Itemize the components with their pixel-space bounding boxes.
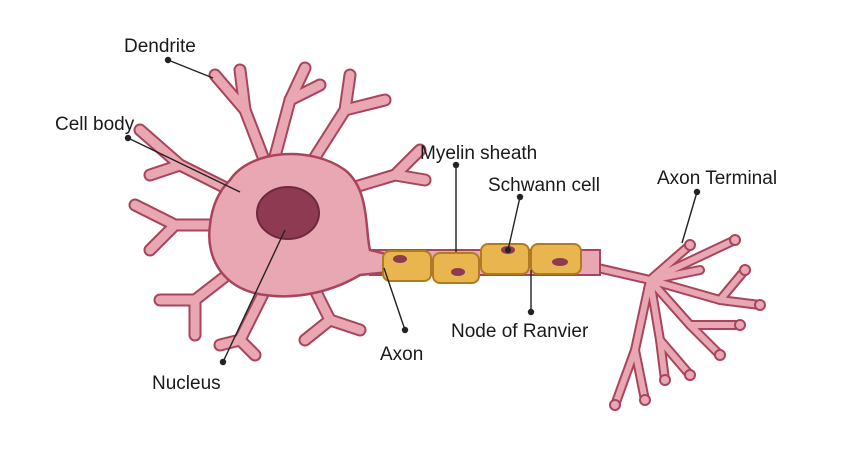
terminal-bouton bbox=[684, 239, 696, 251]
terminal-bouton bbox=[734, 319, 746, 331]
schwann-nucleus bbox=[393, 255, 407, 263]
leader-cell-body bbox=[127, 137, 241, 193]
leader-dot bbox=[516, 193, 524, 201]
nucleus bbox=[256, 186, 320, 240]
leader-dot bbox=[693, 188, 701, 196]
labels: Dendrite Cell body Myelin sheath Schwann… bbox=[55, 36, 777, 394]
terminal-bouton bbox=[659, 374, 671, 386]
terminal-bouton bbox=[609, 399, 621, 411]
leader-axon-terminal bbox=[681, 191, 698, 244]
terminal-bouton bbox=[684, 369, 696, 381]
schwann-cell bbox=[480, 243, 530, 275]
label-axon-terminal: Axon Terminal bbox=[657, 168, 777, 189]
terminal-bouton bbox=[729, 234, 741, 246]
leader-dot bbox=[124, 134, 132, 142]
leader-dot bbox=[452, 161, 460, 169]
leader-dot bbox=[505, 247, 511, 253]
terminal-bouton bbox=[639, 394, 651, 406]
label-schwann-cell: Schwann cell bbox=[488, 175, 600, 196]
leader-nucleus bbox=[222, 229, 286, 363]
label-node-of-ranvier: Node of Ranvier bbox=[451, 321, 589, 342]
myelin-sheath bbox=[382, 243, 582, 284]
terminal-bouton bbox=[754, 299, 766, 311]
terminal-bouton bbox=[739, 264, 751, 276]
leader-dot bbox=[219, 358, 227, 366]
schwann-cell bbox=[432, 252, 480, 284]
schwann-cell bbox=[382, 250, 432, 282]
schwann-nucleus bbox=[451, 268, 465, 276]
label-myelin-sheath: Myelin sheath bbox=[420, 143, 537, 164]
label-cell-body: Cell body bbox=[55, 114, 135, 135]
leader-dendrite bbox=[167, 59, 214, 79]
leader-lines bbox=[124, 56, 701, 366]
terminal-bouton bbox=[714, 349, 726, 361]
label-nucleus: Nucleus bbox=[152, 373, 221, 394]
leader-dot bbox=[401, 326, 409, 334]
axon-terminal-branches bbox=[580, 234, 766, 411]
label-dendrite: Dendrite bbox=[124, 36, 196, 57]
leader-dot bbox=[164, 56, 172, 64]
leader-dot bbox=[527, 308, 535, 316]
label-axon: Axon bbox=[380, 344, 423, 365]
leader-schwann-cell bbox=[507, 196, 521, 251]
schwann-nucleus bbox=[552, 258, 568, 266]
leader-axon bbox=[383, 267, 406, 331]
